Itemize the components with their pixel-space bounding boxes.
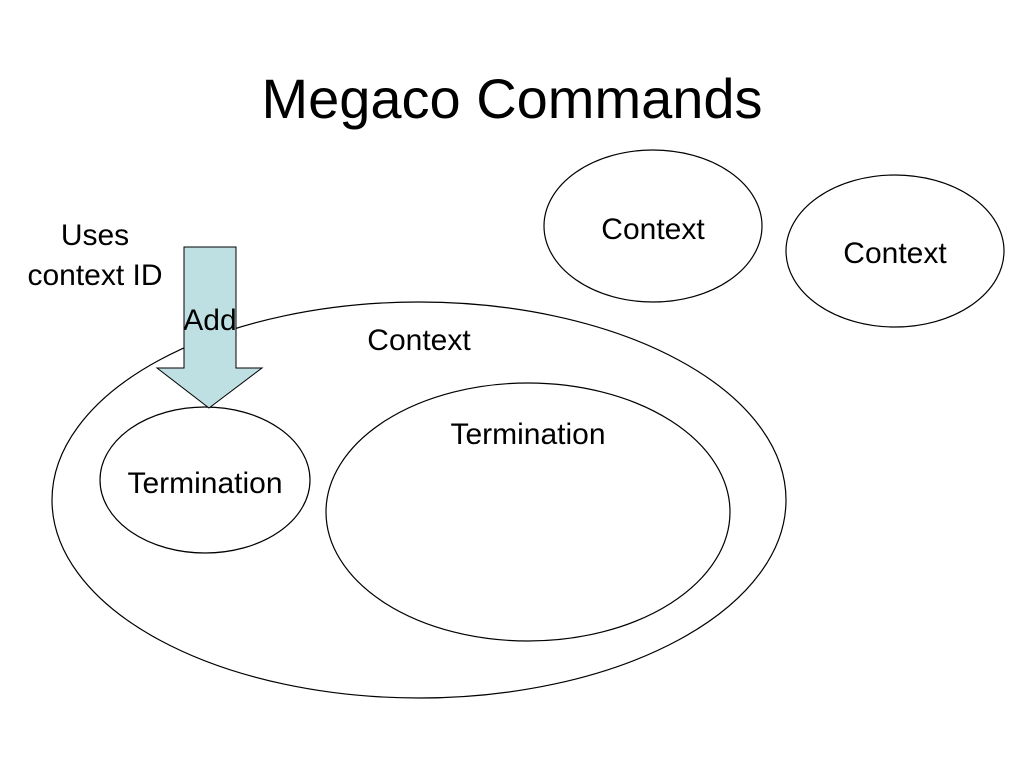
add-label: Add (183, 304, 236, 337)
context-ellipse-top (543, 149, 763, 303)
context-label-top: Context (601, 213, 705, 246)
context-label-main: Context (367, 324, 471, 357)
termination-label-large: Termination (450, 418, 605, 451)
context-ellipse-right (785, 174, 1005, 328)
context-label-right: Context (843, 237, 947, 270)
context-ellipse-main (51, 301, 787, 699)
uses-label-line2: context ID (27, 259, 162, 292)
termination-ellipse-large (325, 382, 731, 642)
uses-label-line1: Uses (61, 219, 129, 252)
add-arrow-icon (155, 246, 264, 409)
slide-title: Megaco Commands (261, 67, 762, 130)
termination-label-small: Termination (127, 467, 282, 500)
termination-ellipse-small (99, 406, 311, 554)
